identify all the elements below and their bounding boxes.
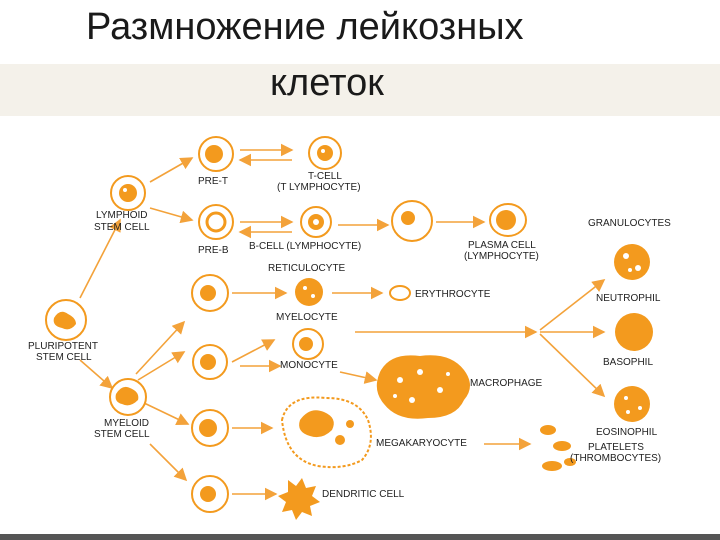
label-granulocytes: GRANULOCYTES [588, 218, 671, 229]
arrow-split-to-neutrophil [539, 279, 606, 331]
label-platelets-2: (THROMBOCYTES) [570, 453, 661, 464]
label-t-cell-1: T-CELL [308, 171, 342, 182]
label-myelocyte: MYELOCYTE [276, 312, 338, 323]
label-dendritic: DENDRITIC CELL [322, 489, 405, 500]
megakaryocyte-cell [280, 396, 372, 469]
plasma-cell [489, 203, 527, 237]
label-b-cell: B-CELL (LYMPHOCYTE) [249, 241, 361, 252]
arrow-split-to-eosinophil [539, 333, 606, 398]
pre-t-cell [198, 136, 234, 172]
label-pre-b: PRE-B [198, 245, 229, 256]
arrow-myeloid-to-row4 [149, 443, 188, 482]
activated-b-cell [391, 200, 433, 242]
title-band [0, 64, 720, 116]
label-basophil: BASOPHIL [603, 357, 653, 368]
label-pre-t: PRE-T [198, 176, 228, 187]
dendritic-precursor [191, 475, 229, 513]
label-platelets-1: PLATELETS [588, 442, 644, 453]
arrows [79, 143, 606, 501]
platelets-group [540, 425, 576, 471]
label-plasma-2: (LYMPHOCYTE) [464, 251, 539, 262]
dendritic-cell-shape [278, 478, 320, 520]
t-cell [308, 136, 342, 170]
eosinophil-cell [614, 386, 650, 422]
arrow-lymphoid-to-pre-t [149, 157, 194, 183]
erythrocyte-cell [389, 285, 411, 301]
granulocyte-precursor [192, 344, 228, 380]
megakaryocyte-precursor [191, 409, 229, 447]
label-pluripotent-2: STEM CELL [36, 352, 92, 363]
lymphoid-stem-cell [110, 175, 146, 211]
label-eosinophil: EOSINOPHIL [596, 427, 658, 438]
arrow-lymphoid-to-pre-b [149, 207, 194, 224]
basophil-cell [615, 313, 653, 351]
label-myeloid-1: MYELOID [104, 418, 149, 429]
arrow-monocyte-to-macrophage [339, 371, 378, 384]
myeloid-stem-cell [109, 378, 147, 416]
neutrophil-cell [614, 244, 650, 280]
pre-b-cell [198, 204, 234, 240]
label-pluripotent-1: PLURIPOTENT [28, 341, 98, 352]
arrow-myeloid-to-row1 [135, 320, 186, 375]
page-title-line-2: клеток [270, 62, 384, 104]
macrophage-cell [376, 355, 470, 419]
arrow-to-myelocyte [231, 339, 276, 363]
myelocyte-cell [292, 328, 324, 360]
b-cell [300, 206, 332, 238]
label-erythrocyte: ERYTHROCYTE [415, 289, 491, 300]
arrow-pluripotent-to-lymphoid [79, 218, 121, 299]
pluripotent-stem-cell [45, 299, 87, 341]
page-title-line-1: Размножение лейкозных [86, 6, 524, 48]
reticulocyte-cell [295, 278, 323, 306]
arrow-myeloid-to-row3 [141, 401, 190, 425]
label-myeloid-2: STEM CELL [94, 429, 150, 440]
cells [45, 136, 653, 520]
label-reticulocyte: RETICULOCYTE [268, 263, 346, 274]
label-t-cell-2: (T LYMPHOCYTE) [277, 182, 361, 193]
arrow-myeloid-to-row2 [137, 351, 186, 381]
label-lymphoid-1: LYMPHOID [96, 210, 148, 221]
bottom-rule [0, 534, 720, 540]
arrow-pluripotent-to-myeloid [79, 359, 114, 390]
label-neutrophil: NEUTROPHIL [596, 293, 661, 304]
label-megakaryocyte: MEGAKARYOCYTE [376, 438, 467, 449]
label-plasma-1: PLASMA CELL [468, 240, 536, 251]
erythroid-precursor [191, 274, 229, 312]
label-lymphoid-2: STEM CELL [94, 222, 150, 233]
labels: PLURIPOTENT STEM CELL LYMPHOID STEM CELL… [28, 171, 671, 500]
label-monocyte: MONOCYTE [280, 360, 338, 371]
label-macrophage: MACROPHAGE [470, 378, 543, 389]
